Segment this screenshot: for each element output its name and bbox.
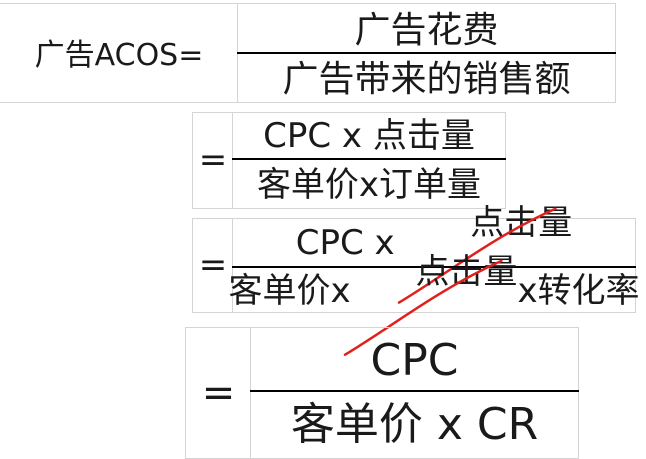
result-fraction-cell[interactable]: CPC 客单价 x CR xyxy=(250,327,579,459)
denominator-text: 客单价x订单量 xyxy=(256,165,482,206)
step-2-fraction-cell[interactable]: CPC x 点击量 客单价x订单量 xyxy=(232,112,506,209)
denominator-aov-cr: 客单价 x CR xyxy=(251,392,578,458)
denominator-text-aov: 客单价x xyxy=(228,271,351,312)
fraction-bar xyxy=(232,158,506,160)
denominator-text-conversion-rate: x转化率 xyxy=(517,271,640,312)
acos-label-cell[interactable]: 广告ACOS= xyxy=(0,3,238,103)
numerator-ad-spend: 广告花费 xyxy=(238,4,615,52)
numerator-text: CPC xyxy=(370,334,459,386)
numerator-cpc: CPC xyxy=(251,328,578,390)
numerator-text: CPC x 点击量 xyxy=(263,115,475,156)
denominator-aov-clicks-cr: 客单价x 点击量 x转化率 xyxy=(228,252,640,312)
equals-sign: = xyxy=(198,139,228,180)
denominator-ad-sales: 广告带来的销售额 xyxy=(238,54,615,102)
numerator-text: 广告花费 xyxy=(354,9,499,51)
numerator-text-cpc: CPC x xyxy=(295,222,406,263)
step-3-equals-cell[interactable]: = xyxy=(192,218,233,313)
denominator-text: 客单价 x CR xyxy=(290,398,539,450)
denominator-aov-orders: 客单价x订单量 xyxy=(233,160,505,208)
acos-label: 广告ACOS= xyxy=(34,37,204,73)
step-3-fraction-cell[interactable]: CPC x 点击量 客单价x 点击量 x转化率 xyxy=(228,204,640,313)
equals-sign: = xyxy=(198,244,228,285)
fraction-bar xyxy=(250,390,579,392)
ad-spend-ratio-cell[interactable]: 广告花费 广告带来的销售额 xyxy=(237,3,616,103)
equals-sign: = xyxy=(201,370,236,416)
result-equals-cell[interactable]: = xyxy=(185,327,251,459)
numerator-cpc-clicks-cancelled: CPC x 点击量 xyxy=(233,204,635,266)
denominator-text: 广告带来的销售额 xyxy=(282,58,571,100)
step-2-equals-cell[interactable]: = xyxy=(192,112,233,209)
numerator-cpc-clicks: CPC x 点击量 xyxy=(233,113,505,158)
cancelled-term-text: 点击量 xyxy=(415,251,518,292)
fraction-bar xyxy=(237,52,616,54)
